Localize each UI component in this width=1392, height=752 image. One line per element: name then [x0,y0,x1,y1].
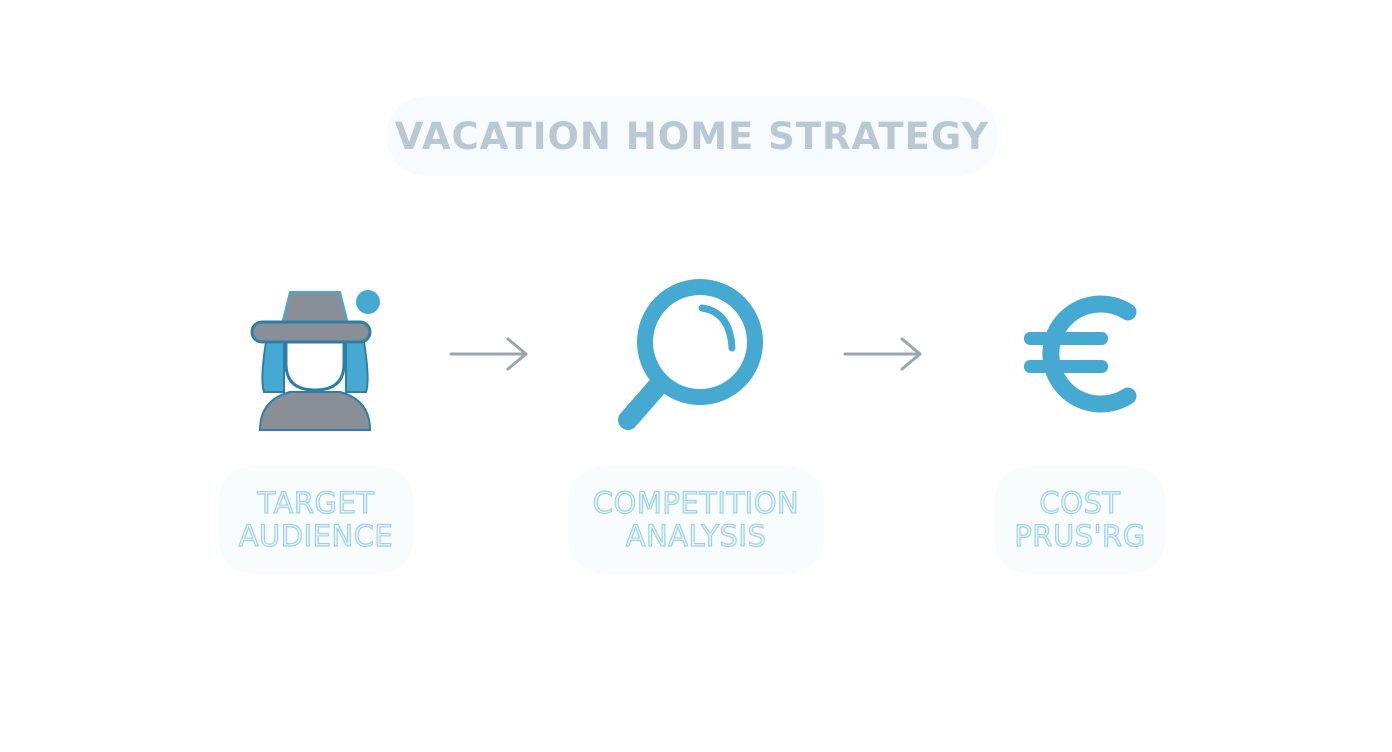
step-label-cost-pricing: COST PRUS'RG [994,466,1166,574]
magnifying-glass-icon [612,276,772,438]
person-with-hat-icon [240,280,390,440]
diagram-title: VACATION HOME STRATEGY [386,96,998,176]
step-label-line: ANALYSIS [625,519,767,553]
step-label-competition-analysis: COMPETITION ANALYSIS [568,466,824,574]
euro-icon [1010,284,1150,424]
step-label-target-audience: TARGET AUDIENCE [218,466,414,574]
step-label-line: COST [1039,486,1121,520]
arrow-right-icon [449,337,528,371]
step-label-line: PRUS'RG [1014,519,1146,553]
step-label-line: AUDIENCE [238,519,394,553]
arrow-right-icon [843,337,922,371]
step-label-line: COMPETITION [592,486,800,520]
step-label-line: TARGET [257,486,375,520]
